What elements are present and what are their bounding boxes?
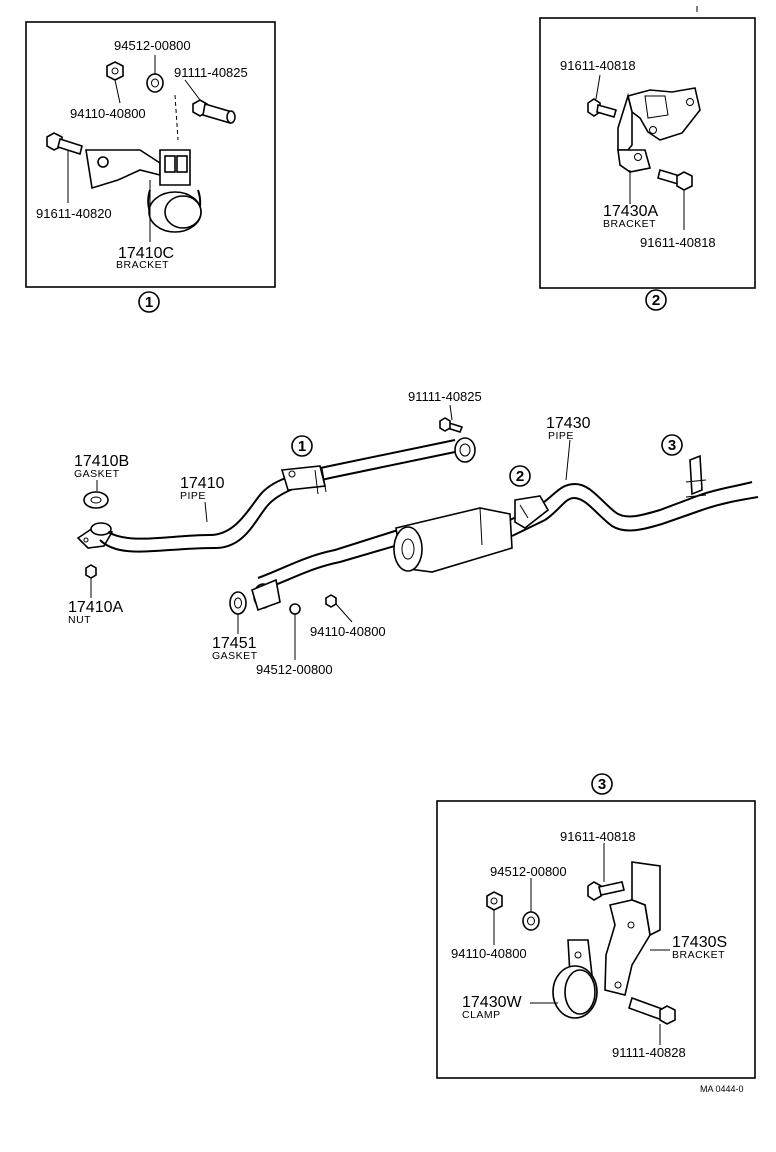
gasket-17410b-name: GASKET bbox=[74, 468, 120, 480]
bolt-icon bbox=[439, 417, 464, 433]
callout-1-main: 1 bbox=[291, 435, 313, 457]
gasket-17410b-number: 17410B bbox=[74, 453, 129, 470]
part-number-91111-40828: 91111-40828 bbox=[612, 1045, 686, 1060]
bracket-17430s-number: 17430S bbox=[672, 934, 727, 951]
detail-box-1: 94512-00800 91111-40825 94110-40800 9161… bbox=[25, 21, 276, 288]
part-number-94110-40800-box3: 94110-40800 bbox=[451, 946, 527, 961]
callout-3-main-label: 3 bbox=[668, 437, 676, 454]
main-assembly: 1 2 3 91111-40825 17430 PIPE 17410B GASK… bbox=[68, 389, 759, 677]
tail-pipe-17430-icon bbox=[251, 454, 759, 612]
washer-icon bbox=[289, 603, 301, 615]
clamp-17430w-number: 17430W bbox=[462, 994, 522, 1011]
flange-bolt-icon bbox=[46, 132, 83, 156]
detail-box-2-frame bbox=[539, 17, 756, 289]
nut-icon bbox=[325, 594, 337, 608]
bracket-17410c-number: 17410C bbox=[118, 245, 174, 262]
bracket-17430a-number: 17430A bbox=[603, 203, 658, 220]
nut-17410a-name: NUT bbox=[68, 614, 91, 626]
part-number-91111-40825: 91111-40825 bbox=[174, 65, 248, 80]
bracket-17430a-name: BRACKET bbox=[603, 218, 656, 230]
callout-2-label: 2 bbox=[652, 292, 660, 309]
washer-icon bbox=[522, 911, 540, 931]
callout-2-main-label: 2 bbox=[516, 468, 524, 485]
pipe-17430-name: PIPE bbox=[548, 430, 574, 442]
part-number-94512-00800-main: 94512-00800 bbox=[256, 662, 333, 677]
front-pipe-17410-icon bbox=[76, 437, 476, 553]
detail-box-2: 91611-40818 17430A BRACKET 91611-40818 bbox=[539, 6, 756, 289]
gasket-17451-name: GASKET bbox=[212, 650, 258, 662]
bracket-17430s-name: BRACKET bbox=[672, 949, 725, 961]
detail-box-3: 91611-40818 94512-00800 94110-40800 1743… bbox=[436, 800, 756, 1079]
callout-3-label: 3 bbox=[598, 776, 606, 793]
gasket-17451-icon bbox=[229, 591, 247, 615]
bolt-icon bbox=[192, 99, 236, 125]
pipe-17410-number: 17410 bbox=[180, 475, 225, 492]
detail-box-1-frame bbox=[25, 21, 276, 288]
clamp-17430w-name: CLAMP bbox=[462, 1009, 501, 1021]
nut-icon bbox=[486, 891, 503, 911]
callout-3-box: 3 bbox=[591, 773, 613, 795]
gasket-17451-number: 17451 bbox=[212, 635, 257, 652]
pipe-17430-number: 17430 bbox=[546, 415, 591, 432]
bracket-17430s-icon bbox=[604, 861, 661, 996]
flange-bolt-icon bbox=[587, 98, 617, 118]
callout-2-box: 2 bbox=[645, 289, 667, 311]
callout-1-main-label: 1 bbox=[298, 438, 306, 455]
callout-2-main: 2 bbox=[509, 465, 531, 487]
part-number-94512-00800-box3: 94512-00800 bbox=[490, 864, 567, 879]
part-number-94110-40800: 94110-40800 bbox=[70, 106, 146, 121]
callout-1-box: 1 bbox=[138, 291, 160, 313]
flange-bolt-icon bbox=[587, 881, 625, 901]
bracket-17430a-icon bbox=[617, 87, 701, 173]
part-number-94110-40800-main: 94110-40800 bbox=[310, 624, 386, 639]
bracket-17410c-name: BRACKET bbox=[116, 259, 169, 271]
bracket-17410c-icon bbox=[85, 149, 202, 233]
part-number-91611-40818-top: 91611-40818 bbox=[560, 58, 636, 73]
reference-code: MA 0444-0 bbox=[700, 1084, 744, 1094]
flange-bolt-icon bbox=[657, 168, 693, 191]
part-number-94512-00800: 94512-00800 bbox=[114, 38, 191, 53]
bolt-icon bbox=[628, 996, 676, 1025]
part-number-91611-40818-bottom: 91611-40818 bbox=[640, 235, 716, 250]
pipe-17410-name: PIPE bbox=[180, 490, 206, 502]
detail-box-3-frame bbox=[436, 800, 756, 1079]
washer-icon bbox=[146, 73, 164, 93]
clamp-17430w-icon bbox=[552, 939, 598, 1019]
callout-3-main: 3 bbox=[661, 434, 683, 456]
callout-1-label: 1 bbox=[145, 294, 153, 311]
part-number-91111-40825-main: 91111-40825 bbox=[408, 389, 482, 404]
part-number-91611-40818-box3: 91611-40818 bbox=[560, 829, 636, 844]
gasket-17410b-icon bbox=[83, 491, 109, 509]
nut-17410a-icon bbox=[85, 564, 97, 579]
nut-17410a-number: 17410A bbox=[68, 599, 123, 616]
nut-icon bbox=[106, 61, 124, 81]
part-number-91611-40820: 91611-40820 bbox=[36, 206, 112, 221]
